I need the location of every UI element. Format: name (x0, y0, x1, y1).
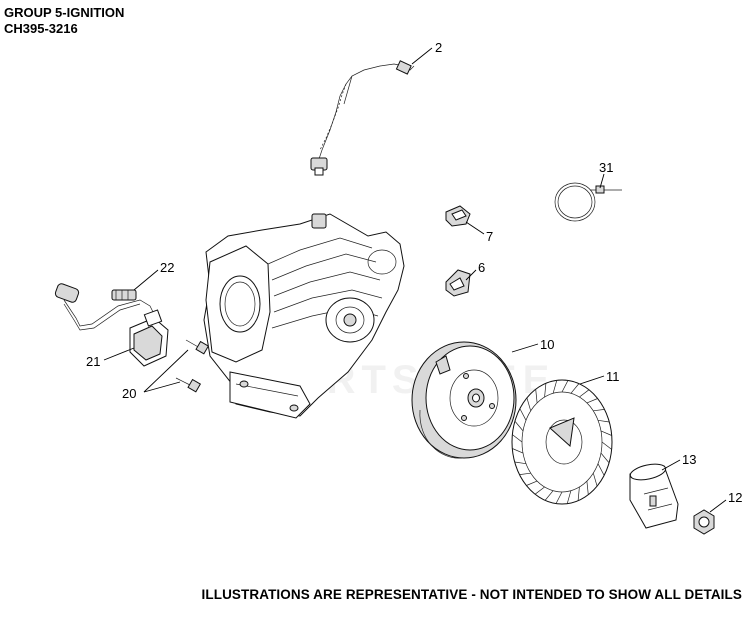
fan-blade (544, 490, 554, 501)
part-12-flange-nut[interactable] (693, 509, 715, 535)
part-13-debris-screen[interactable] (629, 461, 679, 529)
fan-blade (514, 420, 524, 432)
callout-20-label: 20 (122, 386, 136, 401)
part-20-bolts[interactable] (175, 339, 210, 393)
fan-blade (601, 441, 612, 450)
callout-21: 21 (86, 347, 135, 369)
callout-10-label: 10 (540, 337, 554, 352)
fan-blade (592, 473, 598, 487)
group-title: GROUP 5-IGNITION (4, 5, 125, 20)
fan-blade (534, 486, 545, 495)
disclaimer-footer: ILLUSTRATIONS ARE REPRESENTATIVE - NOT I… (201, 587, 742, 602)
callout-6: 6 (465, 260, 485, 281)
callout-22: 22 (133, 260, 174, 291)
fan-blade (597, 463, 605, 476)
fan-blade (552, 380, 558, 394)
fan-blade (566, 490, 572, 504)
fan-blade (600, 430, 612, 436)
fan-blade (555, 491, 563, 504)
part-11-cooling-fan[interactable] (511, 379, 613, 505)
fan-blade (512, 434, 523, 443)
callout-13-label: 13 (682, 452, 696, 467)
callout-31-label: 31 (599, 160, 613, 175)
fan-blade (570, 383, 580, 394)
engine-crankcase[interactable] (203, 213, 405, 419)
callout-12-label: 12 (728, 490, 742, 505)
fan-blade (577, 486, 580, 501)
callout-13: 13 (661, 452, 696, 471)
callout-7-label: 7 (486, 229, 493, 244)
callout-2: 2 (411, 40, 442, 65)
part-31-cable-tie[interactable] (554, 182, 622, 222)
part-7-clip[interactable] (445, 205, 471, 227)
callout-2-label: 2 (435, 40, 442, 55)
fan-blade (514, 461, 527, 465)
fan-blade (593, 409, 605, 412)
fan-blade (597, 419, 610, 423)
fan-blade (600, 452, 610, 464)
callout-6-label: 6 (478, 260, 485, 275)
fan-blade (561, 380, 569, 393)
callout-20: 20 (122, 349, 189, 401)
callout-10: 10 (511, 337, 554, 353)
callout-21-label: 21 (86, 354, 100, 369)
fan-blade (544, 383, 547, 398)
part-22-spark-plug-terminal[interactable] (111, 289, 137, 301)
callout-12: 12 (709, 490, 742, 513)
fan-blade (519, 472, 531, 475)
callout-11: 11 (579, 369, 620, 385)
callout-31: 31 (599, 160, 613, 189)
model-code: CH395-3216 (4, 21, 78, 36)
fan-blade (512, 448, 524, 454)
part-10-flywheel[interactable] (411, 341, 517, 459)
fan-blade (579, 389, 590, 398)
fan-blade (526, 397, 532, 411)
fan-blade (586, 398, 598, 404)
callout-11-label: 11 (606, 369, 620, 384)
fan-blade (586, 481, 589, 495)
fan-blade (535, 389, 538, 403)
fan-blade (526, 480, 538, 486)
callout-22-label: 22 (160, 260, 174, 275)
fan-blade (519, 408, 527, 421)
part-21-ignition-module[interactable] (54, 283, 169, 367)
part-2-wire-harness[interactable] (310, 60, 415, 176)
callout-7: 7 (465, 221, 493, 244)
part-6-clip[interactable] (445, 269, 471, 297)
